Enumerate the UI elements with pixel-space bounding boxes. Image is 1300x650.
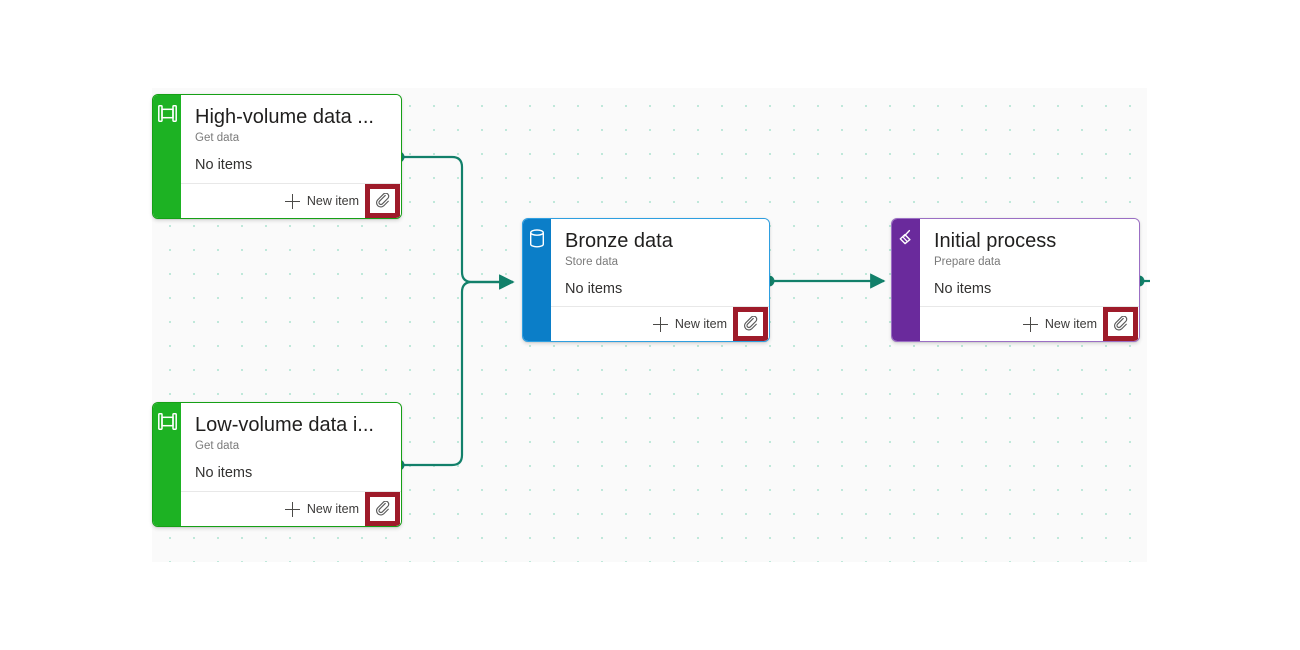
database-icon xyxy=(529,229,545,248)
node-title: Low-volume data i... xyxy=(195,414,374,436)
node-items-status: No items xyxy=(195,157,253,173)
new-item-label: New item xyxy=(306,502,359,516)
node-subtitle: Store data xyxy=(565,256,619,268)
node-accent-bar xyxy=(153,403,181,526)
node-accent-bar xyxy=(523,219,551,341)
broom-icon xyxy=(897,229,916,248)
paperclip-icon xyxy=(743,316,759,332)
new-item-button[interactable]: New item xyxy=(284,193,365,209)
paperclip-icon xyxy=(375,193,391,209)
attach-item-button[interactable] xyxy=(733,307,768,341)
attach-item-button[interactable] xyxy=(365,492,400,526)
node-title: High-volume data ... xyxy=(195,106,374,128)
attach-item-button[interactable] xyxy=(365,184,400,218)
pipeline-icon xyxy=(157,105,177,122)
node-bronze-data[interactable]: Bronze data Store data No items New item xyxy=(522,218,770,342)
plus-icon xyxy=(1022,316,1038,332)
new-item-button[interactable]: New item xyxy=(1022,316,1103,332)
node-items-status: No items xyxy=(565,281,623,297)
plus-icon xyxy=(284,193,300,209)
node-accent-bar xyxy=(892,219,920,341)
node-initial-process[interactable]: Initial process Prepare data No items Ne… xyxy=(891,218,1140,342)
node-subtitle: Prepare data xyxy=(934,256,1001,268)
plus-icon xyxy=(284,501,300,517)
pipeline-icon xyxy=(157,413,177,430)
node-low-volume-data-ingest[interactable]: Low-volume data i... Get data No items N… xyxy=(152,402,402,527)
node-footer: New item xyxy=(920,306,1139,341)
new-item-button[interactable]: New item xyxy=(284,501,365,517)
new-item-label: New item xyxy=(674,317,727,331)
new-item-label: New item xyxy=(306,194,359,208)
new-item-label: New item xyxy=(1044,317,1097,331)
node-body: High-volume data ... Get data No items N… xyxy=(181,95,401,218)
node-footer: New item xyxy=(551,306,769,341)
attach-item-button[interactable] xyxy=(1103,307,1138,341)
node-body: Initial process Prepare data No items Ne… xyxy=(920,219,1139,341)
paperclip-icon xyxy=(1113,316,1129,332)
node-body: Low-volume data i... Get data No items N… xyxy=(181,403,401,526)
node-footer: New item xyxy=(181,183,401,218)
node-subtitle: Get data xyxy=(195,132,240,144)
node-body: Bronze data Store data No items New item xyxy=(551,219,769,341)
new-item-button[interactable]: New item xyxy=(652,316,733,332)
paperclip-icon xyxy=(375,501,391,517)
node-title: Bronze data xyxy=(565,230,673,252)
node-items-status: No items xyxy=(934,281,992,297)
node-high-volume-data-ingest[interactable]: High-volume data ... Get data No items N… xyxy=(152,94,402,219)
node-title: Initial process xyxy=(934,230,1057,252)
node-accent-bar xyxy=(153,95,181,218)
node-footer: New item xyxy=(181,491,401,526)
node-items-status: No items xyxy=(195,465,253,481)
node-subtitle: Get data xyxy=(195,440,240,452)
plus-icon xyxy=(652,316,668,332)
